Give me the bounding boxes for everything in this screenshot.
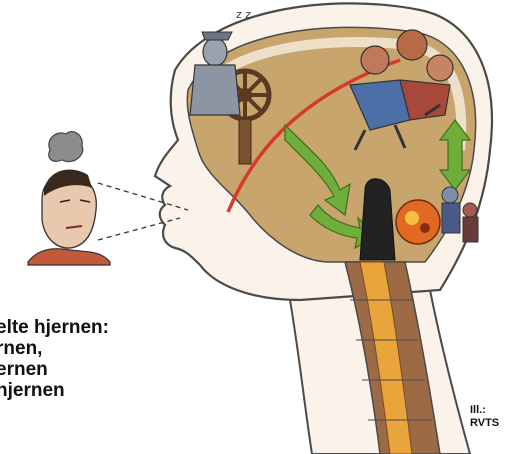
caption-line: ernen (0, 359, 109, 380)
stone-icon (49, 132, 83, 162)
caption-line: njernen (0, 380, 109, 401)
credit-label: Ill.: (470, 404, 509, 417)
observer-face-icon (28, 170, 110, 265)
svg-text:z z: z z (236, 8, 251, 21)
credit-name: RVTS (470, 417, 509, 430)
fire-icon (396, 200, 440, 244)
caption-line: rnen, (0, 338, 109, 359)
illustration-credit: Ill.: RVTS (470, 404, 509, 430)
dark-creature-icon (360, 179, 395, 260)
caption-text: elte hjernen: rnen, ernen njernen (0, 317, 109, 401)
caption-line: elte hjernen: (0, 317, 109, 338)
